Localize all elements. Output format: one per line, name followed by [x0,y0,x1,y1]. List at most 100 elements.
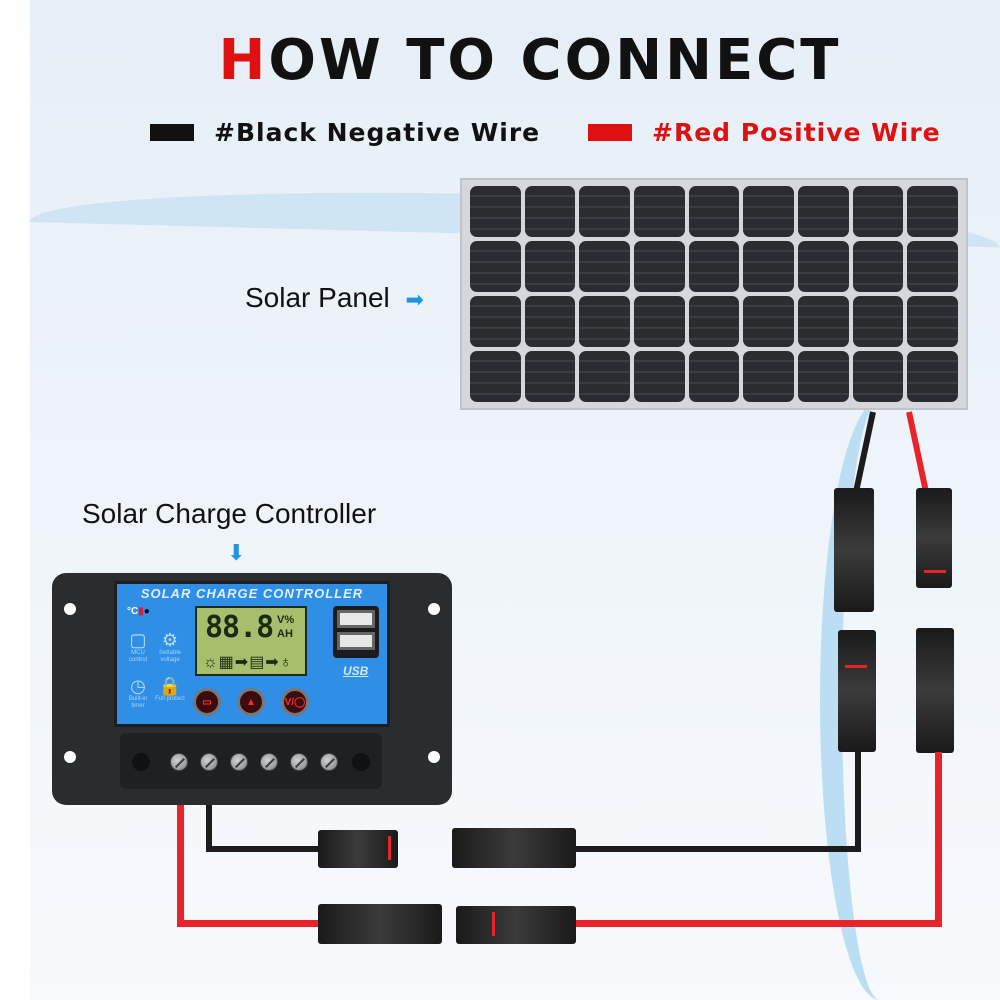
controller-face: SOLAR CHARGE CONTROLLER °C▮● ▢MCU contro… [114,581,390,727]
extension-black-wire-horizontal [574,846,861,852]
solar-cell [907,296,958,347]
usb-ports [333,606,379,658]
terminal-screw [200,753,218,771]
solar-charge-controller: SOLAR CHARGE CONTROLLER °C▮● ▢MCU contro… [52,573,452,805]
feature-label: Settable voltage [158,650,182,663]
solar-cell [852,351,904,402]
controller-black-wire-vertical [206,790,212,852]
usb-label: USB [343,664,369,678]
solar-cell [524,241,576,292]
mc4-female-connector-controller-positive [318,904,442,944]
solar-cell [579,296,630,347]
solar-cell [907,241,958,292]
extension-black-wire-vertical [855,752,861,852]
solar-cell [688,241,740,292]
arrow-down-icon: ⬇ [227,540,246,565]
lcd-value: 88.8 [205,610,274,645]
terminal-cover-right [352,753,370,771]
terminal-screw [170,753,188,771]
mounting-hole [64,751,76,763]
solar-cell [688,296,740,347]
controller-face-title: SOLAR CHARGE CONTROLLER [140,586,364,601]
solar-cell [470,296,521,347]
load-toggle-button[interactable]: V/◯ [281,688,309,716]
controller-label: Solar Charge Controller [82,498,376,530]
feature-label: Built-in timer [128,696,148,709]
arrow-right-icon: ➡ [405,287,424,312]
gear-icon: ⚙ [161,630,179,650]
solar-cell [579,351,630,402]
feature-settable: ⚙Settable voltage [155,630,185,664]
connector-seal-ring [388,836,391,860]
solar-cell [743,351,794,402]
controller-black-wire-horizontal [206,846,321,852]
solar-cell [907,186,958,237]
solar-panel-text: Solar Panel [245,282,390,313]
usb-port [337,632,375,650]
lock-icon: 🔒 [158,676,182,696]
red-swatch [588,124,632,141]
solar-cell [852,186,904,237]
feature-protect: 🔒Full protect [155,676,185,703]
solar-cell [470,351,521,402]
page-title: HOW TO CONNECT [0,28,1000,93]
black-swatch [150,124,194,141]
feature-label: Full protect [155,696,185,702]
solar-cell [634,351,685,402]
controller-red-wire-horizontal [177,920,319,927]
feature-label: MCU control [128,650,147,663]
mc4-male-connector-extension-negative [838,630,876,752]
legend-positive-label: #Red Positive Wire [652,118,941,147]
mounting-hole [64,603,76,615]
lcd-flow-icons: ☼▦➡▤➡♁ [203,654,293,671]
controller-red-wire-vertical [177,790,184,927]
legend-positive: #Red Positive Wire [588,118,941,147]
mc4-female-connector-extension-negative-h [452,828,576,868]
mc4-male-connector-controller-negative [318,830,398,868]
solar-panel-label: Solar Panel ➡ [245,282,424,314]
lcd-display: 88.8 V% AH ☼▦➡▤➡♁ [195,606,307,676]
solar-cell [688,351,740,402]
mounting-hole [428,603,440,615]
chip-icon: ▢ [129,630,147,650]
title-first-letter: H [218,28,269,93]
terminal-screw [290,753,308,771]
solar-panel [460,178,968,410]
solar-cell [798,296,849,347]
usb-port [337,610,375,628]
mc4-male-connector-panel-positive [916,488,952,588]
legend-negative: #Black Negative Wire [150,118,540,147]
controller-label-text: Solar Charge Controller [82,498,377,529]
feature-timer: ◷Built-in timer [123,676,153,710]
solar-cell [907,351,958,402]
clock-icon: ◷ [130,676,146,696]
battery-button[interactable]: ▭ [193,688,221,716]
solar-cell [743,186,794,237]
solar-cell [579,241,630,292]
terminal-cover-left [132,753,150,771]
terminal-screw [320,753,338,771]
solar-cell [852,241,904,292]
thermometer-icon: °C▮● [127,606,150,617]
connector-seal-ring [924,570,946,573]
feature-mcu: ▢MCU control [123,630,153,664]
solar-cell [688,186,740,237]
connector-seal-ring [492,912,495,936]
solar-cell [798,351,849,402]
terminal-block [120,733,382,789]
terminal-screw [260,753,278,771]
title-rest: OW TO CONNECT [268,28,842,93]
solar-cell [524,186,576,237]
solar-cell [798,186,849,237]
solar-cell [470,186,521,237]
solar-cell [579,186,630,237]
mc4-female-connector-panel-negative [834,488,874,612]
lcd-unit-top: V% [277,614,295,626]
mc4-female-connector-extension-positive [916,628,954,753]
mounting-hole [428,751,440,763]
solar-cell [634,296,685,347]
solar-cell [852,296,904,347]
solar-cell [470,241,521,292]
up-button[interactable]: ▲ [237,688,265,716]
solar-cell [634,241,685,292]
